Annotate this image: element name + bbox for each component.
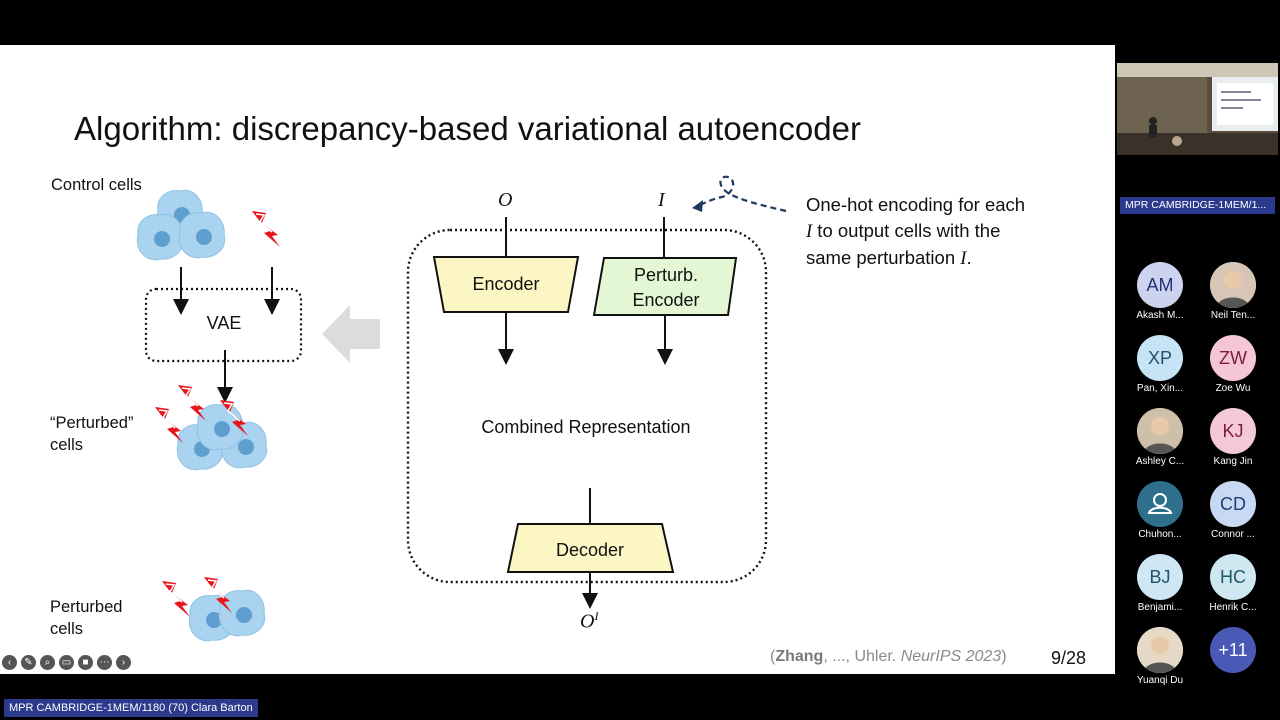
- citation-middle: , ..., Uhler.: [823, 648, 901, 665]
- perturbed-cells-graphic: [188, 589, 266, 642]
- slide-title: Algorithm: discrepancy-based variational…: [74, 110, 861, 147]
- citation-open: (: [770, 648, 776, 665]
- avatar-initials: HC: [1210, 554, 1256, 600]
- diagram-graphics: [136, 175, 787, 642]
- participant-name: Yuanqi Du: [1136, 675, 1184, 686]
- camera-icon[interactable]: ■: [78, 655, 93, 670]
- note-line3-var: I: [960, 249, 967, 269]
- citation-venue: NeurIPS 2023: [900, 648, 1002, 665]
- perturbed-label-line1: Perturbed: [50, 598, 123, 616]
- participant-tile[interactable]: KJ Kang Jin: [1198, 408, 1268, 467]
- encoder-label: Encoder: [472, 274, 540, 294]
- avatar-initials: KJ: [1210, 408, 1256, 454]
- participant-tile[interactable]: BJ Benjami...: [1125, 554, 1195, 613]
- note-line2: I to output cells with the: [806, 218, 1106, 246]
- avatar-photo: [1137, 627, 1183, 673]
- perturb-encoder-label-line1: Perturb.: [633, 265, 699, 285]
- control-lightning-icon: [251, 210, 281, 248]
- perturbed-quoted-label-line2: cells: [50, 436, 84, 454]
- avatar-initials: CD: [1210, 481, 1256, 527]
- control-cells-graphic: [136, 189, 226, 261]
- note-line2-var: I: [806, 221, 813, 242]
- grey-left-arrow-icon: [322, 305, 380, 363]
- input-i-label: I: [658, 189, 665, 211]
- citation: (Zhang, ..., Uhler. NeurIPS 2023): [770, 648, 1007, 666]
- control-cells-label: Control cells: [51, 176, 142, 194]
- zoom-icon[interactable]: ⌕: [40, 655, 55, 670]
- perturbed-quoted-label-line1: “Perturbed”: [50, 414, 134, 432]
- avatar-initials: +11: [1210, 627, 1256, 673]
- presentation-slide: Algorithm: discrepancy-based variational…: [0, 45, 1115, 674]
- combined-representation-label: Combined Representation: [481, 417, 691, 437]
- perturb-encoder-label: Perturb. Encoder: [600, 263, 732, 313]
- generated-perturbed-cells-graphic: [176, 403, 268, 471]
- avatar-initials: BJ: [1137, 554, 1183, 600]
- participant-tile[interactable]: HC Henrik C...: [1198, 554, 1268, 613]
- avatar-initials: ZW: [1210, 335, 1256, 381]
- input-o-label: O: [498, 189, 513, 211]
- person-icon: [1137, 481, 1183, 527]
- participant-name: Kang Jin: [1213, 456, 1253, 467]
- perturb-encoder-box: [592, 257, 738, 316]
- participant-name: Ashley C...: [1135, 456, 1185, 467]
- encoder-box: [432, 256, 580, 313]
- vae-label: VAE: [206, 313, 242, 333]
- captions-icon[interactable]: ▭: [59, 655, 74, 670]
- model-container-box: [406, 228, 768, 584]
- participant-tile[interactable]: Chuhon...: [1125, 481, 1195, 540]
- participant-tile[interactable]: AM Akash M...: [1125, 262, 1195, 321]
- participant-name: Zoe Wu: [1215, 383, 1251, 394]
- avatar-initials: AM: [1137, 262, 1183, 308]
- decoder-box: [506, 523, 675, 573]
- participant-tile[interactable]: Ashley C...: [1125, 408, 1195, 467]
- participant-tile[interactable]: XP Pan, Xin...: [1125, 335, 1195, 394]
- participant-tile[interactable]: CD Connor ...: [1198, 481, 1268, 540]
- forward-icon[interactable]: ›: [116, 655, 131, 670]
- participant-tile[interactable]: Neil Ten...: [1198, 262, 1268, 321]
- pen-icon[interactable]: ✎: [21, 655, 36, 670]
- active-speaker-label: MPR CAMBRIDGE-1MEM/1180 (70) Clara Barto…: [4, 699, 258, 717]
- room-name-label: MPR CAMBRIDGE-1MEM/1...: [1120, 197, 1275, 214]
- participant-name: Connor ...: [1211, 529, 1255, 540]
- back-icon[interactable]: ‹: [2, 655, 17, 670]
- one-hot-note: One-hot encoding for each I to output ce…: [806, 192, 1106, 273]
- participant-tile[interactable]: ZW Zoe Wu: [1198, 335, 1268, 394]
- note-line3: same perturbation I.: [806, 245, 1106, 273]
- note-arrow-icon: [695, 175, 787, 213]
- decoder-label: Decoder: [555, 540, 625, 560]
- page-number: 9/28: [1051, 648, 1087, 668]
- output-label: OI: [580, 609, 598, 634]
- note-line2-rest: to output cells with the: [812, 219, 1001, 241]
- slideshow-toolbar: ‹ ✎ ⌕ ▭ ■ ⋯ ›: [2, 655, 131, 673]
- participant-name: Chuhon...: [1138, 529, 1182, 540]
- citation-close: ): [1001, 648, 1007, 665]
- participant-name: Akash M...: [1136, 310, 1184, 321]
- participant-name: Henrik C...: [1209, 602, 1257, 613]
- more-icon[interactable]: ⋯: [97, 655, 112, 670]
- meeting-sidebar: MPR CAMBRIDGE-1MEM/1... AM Akash M... Neil…: [1115, 45, 1280, 686]
- participant-name: Neil Ten...: [1210, 310, 1256, 321]
- avatar-initials: XP: [1137, 335, 1183, 381]
- citation-author: Zhang: [775, 648, 824, 665]
- avatar-photo: [1137, 408, 1183, 454]
- note-line3-pre: same perturbation: [806, 247, 961, 268]
- note-line1: One-hot encoding for each: [806, 194, 1026, 215]
- room-video-graphic: [1117, 63, 1278, 155]
- room-video-thumbnail[interactable]: [1117, 63, 1278, 155]
- participant-name: Pan, Xin...: [1136, 383, 1184, 394]
- note-line3-post: .: [966, 247, 972, 268]
- output-base: O: [580, 610, 595, 633]
- participant-tile[interactable]: +11: [1198, 627, 1268, 675]
- avatar-photo: [1210, 262, 1256, 308]
- participant-name: Benjami...: [1137, 602, 1183, 613]
- perturbed-label-line2: cells: [50, 620, 84, 638]
- participant-tile[interactable]: Yuanqi Du: [1125, 627, 1195, 686]
- vae-box: [144, 287, 303, 363]
- output-superscript: I: [594, 609, 599, 623]
- perturb-encoder-label-line2: Encoder: [632, 290, 700, 310]
